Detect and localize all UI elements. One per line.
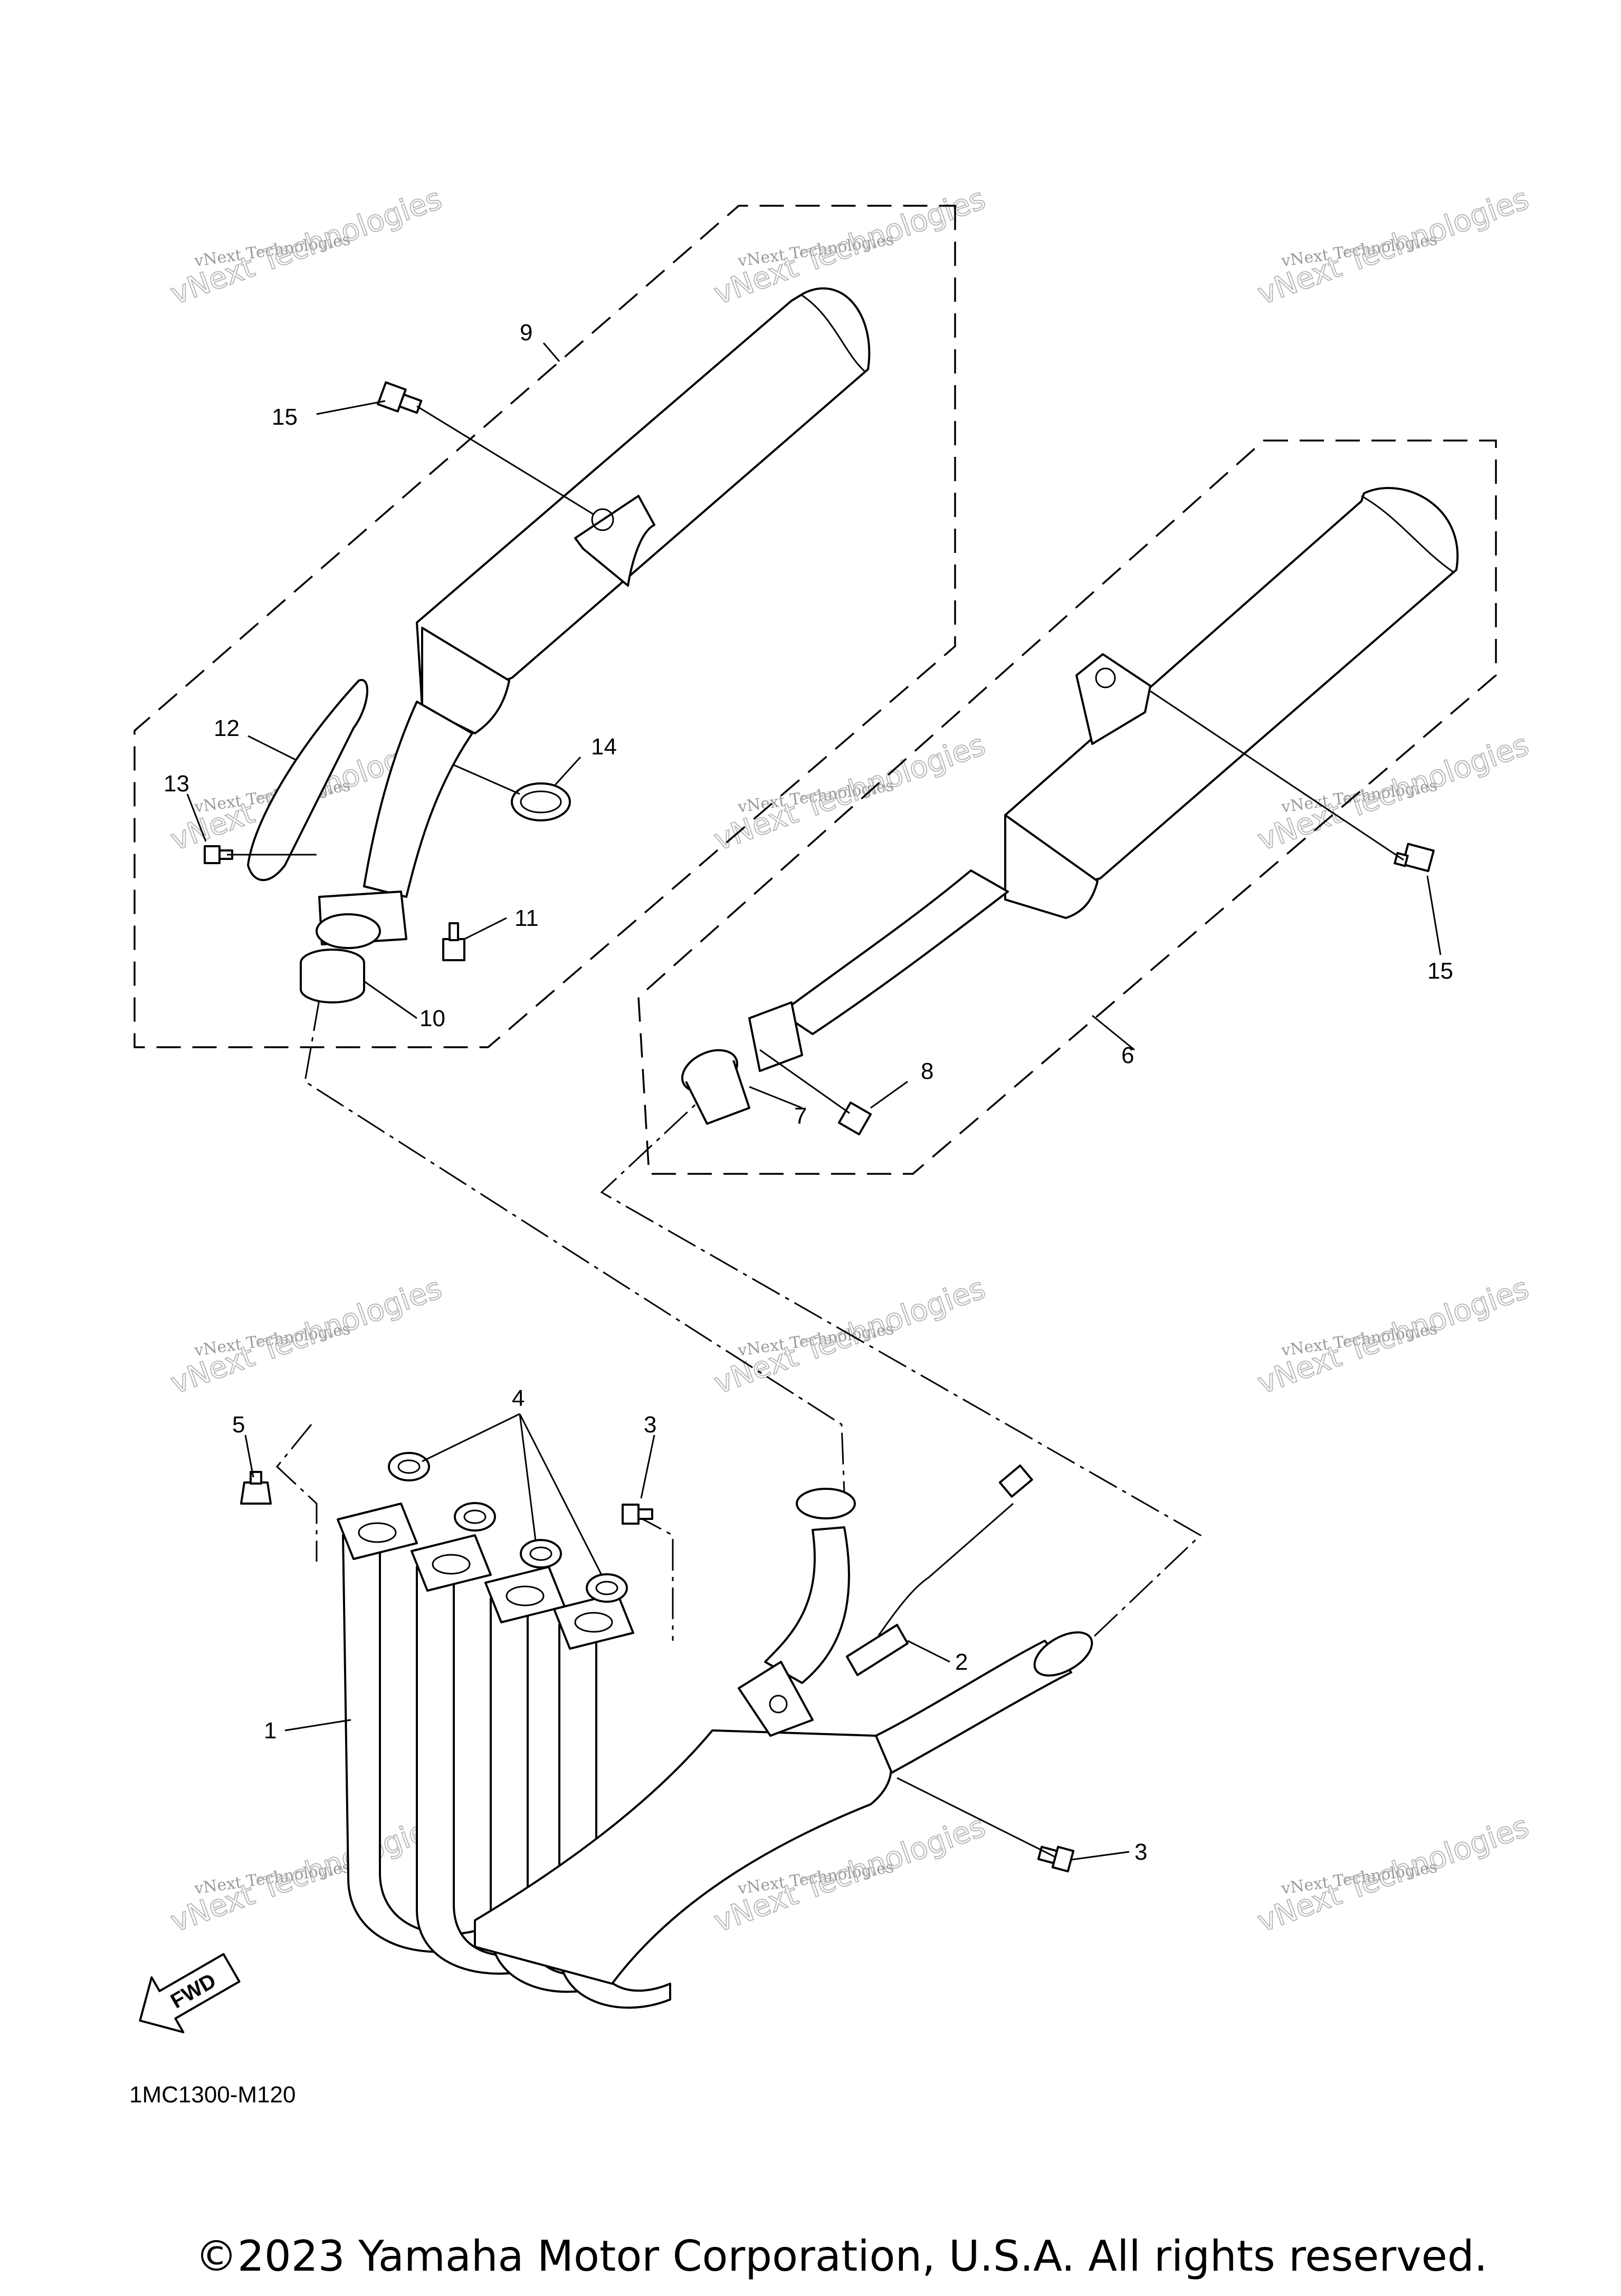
exhaust-gaskets	[388, 1452, 628, 1603]
header-right-outlet-opening	[1033, 1631, 1093, 1677]
watermark: vNext Technologies vNext Technologies	[166, 1270, 447, 1401]
callout-8: 8	[921, 1058, 933, 1084]
header-left-outlet-opening	[796, 1488, 856, 1519]
copyright-notice: ©2023 Yamaha Motor Corporation, U.S.A. A…	[195, 2232, 1488, 2281]
header-bracket	[738, 1661, 814, 1737]
watermark-big-text: vNext Technologies	[1253, 728, 1533, 857]
watermark-big-text: vNext Technologies	[1253, 1271, 1533, 1401]
watermark: vNext Technologies vNext Technologies	[1253, 1809, 1534, 1939]
header-flange-4	[553, 1592, 634, 1650]
left-muffler-mount-bracket	[574, 495, 655, 587]
right-joint-bolt	[837, 1101, 872, 1136]
left-muffler	[316, 287, 871, 949]
watermark-big-text: vNext Technologies	[710, 181, 990, 311]
watermark: vNext Technologies vNext Technologies	[166, 181, 447, 312]
connector-bracket-bolt	[633, 1513, 674, 1641]
right-muffler	[748, 487, 1459, 1072]
callout-3-upper: 3	[644, 1412, 656, 1438]
left-muffler-end-cap	[802, 294, 866, 373]
right-muffler-end-cap	[1361, 495, 1454, 573]
right-muffler-link-pipe	[780, 869, 1009, 1035]
exhaust-nut	[240, 1471, 272, 1505]
watermark: vNext Technologies vNext Technologies	[166, 1809, 447, 1939]
leader-lines	[186, 342, 1442, 1861]
watermark-big-text: vNext Technologies	[166, 1809, 446, 1939]
callout-10: 10	[419, 1006, 445, 1031]
right-bolt	[1394, 843, 1435, 873]
header-pipe-1	[342, 1534, 476, 1953]
right-muffler-cone	[1004, 814, 1099, 919]
connector-gasket-nut	[275, 1424, 318, 1562]
watermark-big-text: vNext Technologies	[710, 1271, 990, 1401]
callout-labels: 9 15 12 13 14 11 10 15 6 8 7 4 5 3 2 1 3…	[129, 320, 1453, 2108]
watermark: vNext Technologies vNext Technologies	[1253, 1270, 1534, 1401]
watermark: vNext Technologies vNext Technologies	[709, 727, 990, 858]
callout-13: 13	[164, 771, 189, 797]
right-muffler-body	[1004, 487, 1459, 901]
header-left-outlet-pipe	[764, 1526, 850, 1684]
callout-5: 5	[232, 1412, 245, 1438]
watermark: vNext Technologies vNext Technologies	[1253, 181, 1534, 312]
muffler-clamp	[511, 782, 571, 821]
connector-right-muffler-to-header	[600, 1078, 1202, 1639]
right-gasket	[681, 1049, 750, 1125]
header-collector-chamber	[474, 1729, 892, 1985]
watermark-big-text: vNext Technologies	[1253, 1809, 1533, 1939]
callout-12: 12	[214, 715, 240, 741]
left-muffler-body	[416, 287, 871, 708]
callout-9: 9	[520, 320, 532, 346]
header-flange-2	[411, 1534, 492, 1592]
watermark-big-text: vNext Technologies	[166, 181, 446, 311]
left-muffler-inlet-opening	[316, 913, 381, 949]
oxygen-sensor	[846, 1464, 1033, 1676]
fwd-arrow-shape	[139, 1953, 241, 2033]
bracket-bolt-upper	[622, 1504, 653, 1525]
left-bolt	[377, 381, 423, 414]
header-right-outlet-pipe	[875, 1640, 1072, 1774]
left-muffler-cone	[421, 627, 510, 734]
callout-15-right: 15	[1427, 958, 1453, 984]
heat-protector	[247, 678, 368, 882]
fwd-arrow: FWD	[139, 1953, 241, 2033]
callout-6: 6	[1121, 1042, 1134, 1068]
callout-3-lower: 3	[1134, 1839, 1147, 1865]
left-mount-bracket-hole	[591, 508, 614, 531]
callout-1: 1	[264, 1718, 276, 1744]
diagram-code: 1MC1300-M120	[129, 2082, 296, 2108]
joint-bolt	[442, 922, 465, 961]
callout-7: 7	[794, 1103, 807, 1129]
header-bracket-hole	[769, 1695, 788, 1714]
callout-15-left: 15	[272, 404, 298, 430]
left-muffler-link-pipe	[363, 701, 473, 898]
right-muffler-outlet-sleeve	[748, 1001, 803, 1072]
callout-4: 4	[512, 1385, 525, 1411]
header-flange-3	[484, 1566, 566, 1623]
right-muffler-assembly-boundary	[637, 439, 1497, 1175]
watermark-big-text: vNext Technologies	[710, 728, 990, 857]
header-flange-1	[337, 1503, 418, 1560]
watermark-big-text: vNext Technologies	[1253, 181, 1533, 311]
callout-2: 2	[955, 1649, 968, 1675]
exhaust-header	[342, 1488, 1093, 2009]
callout-11: 11	[514, 905, 539, 931]
watermark: vNext Technologies vNext Technologies	[709, 181, 990, 312]
watermark-big-text: vNext Technologies	[166, 1271, 446, 1401]
watermark: vNext Technologies vNext Technologies	[709, 1270, 990, 1401]
right-muffler-mount-bracket	[1075, 653, 1151, 745]
right-mount-bracket-hole	[1095, 667, 1116, 688]
connector-left-muffler-to-header	[304, 999, 845, 1494]
callout-14: 14	[591, 734, 617, 760]
left-muffler-assembly-boundary	[134, 205, 956, 1048]
left-gasket	[300, 949, 365, 1003]
watermark: vNext Technologies vNext Technologies	[1253, 727, 1534, 858]
